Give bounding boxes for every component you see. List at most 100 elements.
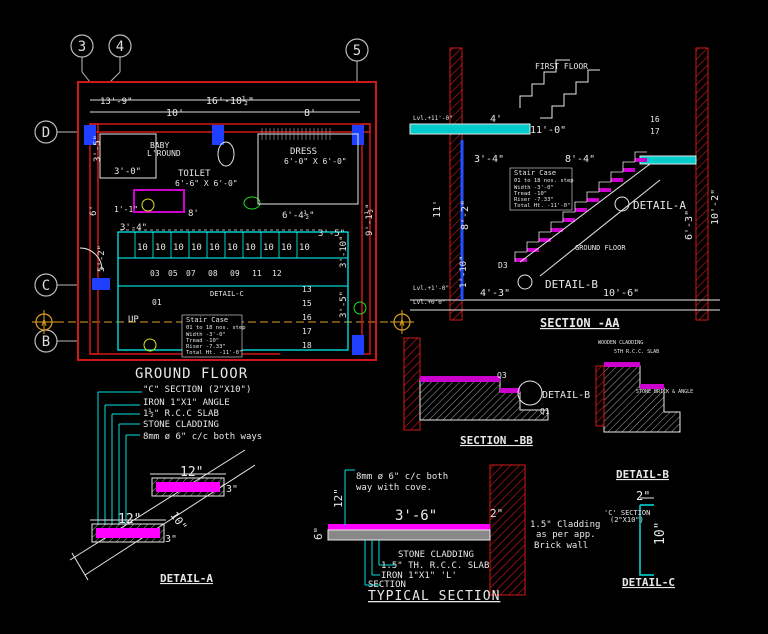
svg-text:3'-6": 3'-6" [395,508,437,524]
svg-text:3'-10": 3'-10" [339,235,349,268]
svg-text:1.5" Cladding: 1.5" Cladding [530,520,600,530]
svg-text:way with cove.: way with cove. [356,483,432,493]
svg-text:FIRST FLOOR: FIRST FLOOR [535,62,588,71]
svg-text:Total Ht. -11'-0": Total Ht. -11'-0" [186,350,242,356]
right-wall [361,123,371,355]
stair-tread [539,238,551,242]
step-number: 10 [173,243,184,253]
step-label: 18 [302,341,312,350]
rcc-slab [327,529,491,541]
section-aa-stair-note: Stair Case 01 to 18 nos. step Width -3'-… [509,167,574,211]
svg-text:Lvl.+0'0": Lvl.+0'0" [413,299,446,306]
svg-text:DETAIL-B: DETAIL-B [542,390,590,401]
svg-text:Q1: Q1 [540,407,550,416]
svg-text:3'-4": 3'-4" [474,154,504,165]
tread-cladding [420,376,500,382]
marker-icon [143,338,157,352]
detail-b: WOODEN CLADDING 5TH R.C.C. SLAB STONE BR… [595,340,693,481]
marker-icon [353,301,367,315]
svg-text:11': 11' [432,200,443,218]
svg-text:L'ROUND: L'ROUND [147,149,181,158]
svg-text:C: C [42,278,50,294]
stone-cladding [328,524,490,530]
svg-text:(2"X10"): (2"X10") [610,516,644,524]
svg-text:STONE CLADDING: STONE CLADDING [398,550,474,560]
stair-profile [526,241,539,252]
svg-text:DETAIL-B: DETAIL-B [545,278,598,291]
grid-bubble-3: 3 [70,34,94,83]
step-label: 09 [230,269,240,278]
detail-b-title: DETAIL-B [616,468,669,481]
section-aa-title: SECTION -AA [540,316,620,330]
stair-profile [514,251,527,262]
step-number: 10 [191,243,202,253]
step-number: 10 [137,243,148,253]
svg-text:8': 8' [304,108,316,119]
grid-bubble-d: D [34,120,78,144]
stair-tread [599,188,611,192]
grid-bubble-c: C [34,273,78,297]
svg-text:8': 8' [188,209,199,219]
svg-text:SECTION: SECTION [368,580,406,590]
svg-text:10'-2": 10'-2" [710,189,721,225]
typical-section: 8mm ø 6" c/c both way with cove. 3'-6" 1… [312,464,600,604]
svg-text:01 to 18 nos. step: 01 to 18 nos. step [186,325,246,331]
column [352,335,364,355]
svg-text:'C' SECTION: 'C' SECTION [604,509,650,517]
top-dimension: 16'-10½" 10' 8' 13'-9" [90,95,360,119]
stair-tread [515,258,527,262]
svg-text:5: 5 [353,43,361,59]
svg-text:3'-4": 3'-4" [120,223,147,233]
svg-text:4': 4' [490,114,502,125]
step-label: 03 [150,269,160,278]
section-bb: Q3 Q1 DETAIL-B SECTION -BB [403,337,590,447]
typical-section-title: TYPICAL SECTION [368,589,500,604]
svg-text:10": 10" [168,509,190,533]
svg-text:as per app.: as per app. [536,530,596,540]
step-label: 01 [152,298,162,307]
svg-text:IRON 1"X1" ANGLE: IRON 1"X1" ANGLE [143,398,230,408]
grid-bubble-b: B [34,329,78,353]
svg-text:DETAIL-C: DETAIL-C [210,290,244,298]
svg-text:6'-6" X 6'-0": 6'-6" X 6'-0" [175,179,238,188]
basin-icon [243,196,261,210]
svg-text:Stair Case: Stair Case [186,316,228,324]
detail-a: "C" SECTION (2"X10") IRON 1"X1" ANGLE 1½… [69,385,262,585]
step-number: 10 [245,243,256,253]
stair-tread [575,208,587,212]
svg-text:Total Ht. -11'-0": Total Ht. -11'-0" [514,203,570,209]
svg-text:"C" SECTION (2"X10"): "C" SECTION (2"X10") [143,385,251,395]
svg-text:A: A [399,319,405,329]
svg-text:Brick wall: Brick wall [534,541,588,551]
step-label: 12 [272,269,282,278]
section-aa: FIRST FLOOR GROUND FLOOR DETAIL-A DETAIL… [409,47,721,330]
svg-text:2": 2" [636,489,650,503]
svg-text:5TH R.C.C. SLAB: 5TH R.C.C. SLAB [614,349,659,355]
svg-text:WOODEN CLADDING: WOODEN CLADDING [598,340,643,346]
svg-text:Tread -10": Tread -10" [186,338,219,344]
svg-text:2": 2" [490,507,503,520]
step-number: 10 [227,243,238,253]
svg-text:6': 6' [89,205,99,216]
svg-text:DETAIL-A: DETAIL-A [633,199,686,212]
stair-profile [574,201,587,212]
stone-cladding-lower [96,528,160,538]
svg-text:6'-0" X 6'-0": 6'-0" X 6'-0" [284,157,347,166]
svg-text:6'-4½": 6'-4½" [282,210,315,221]
svg-text:STONE BRICK & ANGLE: STONE BRICK & ANGLE [636,389,693,395]
step-label: 08 [208,269,218,278]
svg-text:D3: D3 [498,261,508,270]
svg-text:Stair Case: Stair Case [514,169,556,177]
svg-text:01 to 18 nos. step: 01 to 18 nos. step [514,178,574,184]
svg-text:12": 12" [332,488,345,508]
step-label: 17 [302,327,312,336]
svg-text:DRESS: DRESS [290,147,317,157]
svg-text:12": 12" [118,512,141,527]
svg-text:UP: UP [128,315,139,325]
first-floor-slab [409,123,531,135]
svg-text:3": 3" [226,484,238,495]
svg-text:1'-10": 1'-10" [459,255,469,288]
svg-text:GROUND FLOOR: GROUND FLOOR [575,244,626,252]
svg-text:8'-4": 8'-4" [565,154,595,165]
